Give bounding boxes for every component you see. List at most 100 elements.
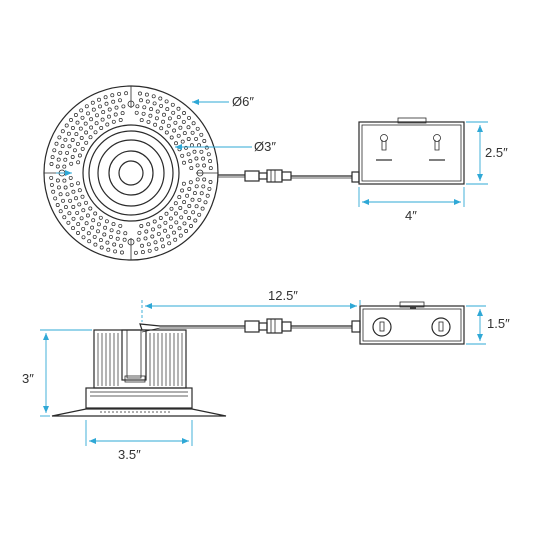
perforation-hole — [86, 111, 90, 116]
perforation-hole — [89, 125, 94, 130]
perforation-hole — [60, 129, 65, 134]
perforation-hole — [195, 177, 200, 182]
junction-box-top — [358, 117, 465, 185]
perforation-hole — [77, 153, 82, 158]
perforation-hole — [154, 246, 159, 251]
perforation-hole — [69, 161, 74, 166]
perforation-hole — [205, 193, 210, 198]
perforation-hole — [208, 166, 213, 171]
perforation-hole — [202, 139, 207, 143]
perforation-hole — [151, 94, 156, 99]
perforation-hole — [107, 107, 112, 112]
perforation-hole — [187, 115, 191, 120]
perforation-hole — [185, 193, 190, 198]
cable-length-label: 12.5″ — [268, 288, 298, 303]
perforation-hole — [70, 138, 75, 142]
perforation-hole — [49, 182, 54, 187]
perforation-hole — [118, 223, 123, 228]
trim-diameter-label: Ø6″ — [232, 94, 254, 109]
perforation-hole — [115, 236, 120, 241]
perforation-hole — [105, 122, 110, 127]
perforation-hole — [67, 211, 72, 216]
perforation-hole — [202, 163, 207, 168]
perforation-hole — [180, 139, 185, 144]
perforation-hole — [118, 98, 122, 103]
perforation-hole — [75, 141, 80, 146]
perforation-hole — [176, 115, 181, 120]
perforation-hole — [84, 130, 89, 135]
perforation-hole — [148, 113, 153, 118]
perforation-hole — [189, 143, 194, 148]
perforation-hole — [177, 147, 182, 152]
perforation-hole — [171, 110, 176, 115]
perforation-hole — [173, 211, 178, 216]
perforation-hole — [98, 104, 102, 109]
perforation-hole — [192, 149, 197, 154]
perforation-hole — [199, 149, 204, 154]
perforation-hole — [63, 185, 68, 190]
perforation-hole — [170, 102, 175, 107]
perforation-hole — [72, 148, 77, 153]
perforation-hole — [103, 95, 108, 100]
perforation-hole — [172, 230, 176, 235]
perforation-hole — [81, 226, 86, 231]
perforation-hole — [55, 178, 60, 183]
perforation-hole — [121, 104, 126, 109]
perforation-hole — [62, 215, 67, 220]
knockout-right — [431, 317, 451, 337]
perforation-hole — [177, 195, 182, 200]
top-view: Ø6″ Ø3″ — [43, 85, 508, 261]
perforation-hole — [186, 125, 191, 130]
perforation-hole — [119, 243, 123, 248]
perforation-hole — [159, 126, 164, 131]
fixture-height-label: 3″ — [22, 371, 34, 386]
perforation-hole — [111, 99, 116, 104]
perforation-hole — [140, 243, 144, 248]
perforation-hole — [137, 230, 142, 235]
perforation-hole — [188, 159, 193, 164]
perforation-hole — [84, 221, 89, 226]
perforation-hole — [206, 152, 211, 157]
perforation-hole — [201, 156, 206, 161]
perforation-hole — [84, 200, 88, 205]
perforation-hole — [90, 100, 95, 105]
perforation-hole — [164, 211, 169, 216]
perforation-hole — [98, 215, 103, 220]
perforation-hole — [55, 203, 60, 207]
perforation-hole — [64, 123, 69, 128]
lens-center — [118, 160, 144, 186]
perforation-hole — [78, 126, 83, 131]
perforation-hole — [56, 185, 61, 190]
perforation-hole — [73, 113, 78, 117]
perforation-hole — [176, 106, 181, 111]
perforation-hole — [84, 104, 89, 109]
perforation-hole — [68, 175, 73, 180]
perforation-hole — [65, 150, 70, 155]
perforation-hole — [134, 110, 139, 115]
perforation-hole — [109, 228, 114, 233]
perforation-hole — [86, 231, 91, 236]
perforation-hole — [165, 107, 170, 112]
perforation-hole — [120, 111, 125, 116]
perforation-hole — [67, 144, 72, 149]
perforation-hole — [139, 118, 144, 123]
junction-box-side — [359, 301, 465, 345]
perforation-hole — [168, 224, 173, 229]
perforation-hole — [189, 224, 193, 228]
trim-collar — [85, 387, 193, 409]
perforation-hole — [65, 192, 70, 197]
perforation-hole — [71, 205, 76, 209]
perforation-hole — [133, 250, 138, 255]
perforation-hole — [70, 155, 75, 159]
perforation-hole — [208, 180, 213, 184]
box-height-label: 2.5″ — [485, 145, 508, 160]
perforation-hole — [152, 101, 157, 106]
perforation-hole — [169, 206, 174, 211]
trim-inner-ring — [82, 124, 180, 222]
perforation-hole — [195, 126, 200, 131]
perforation-hole — [161, 119, 166, 124]
perforation-hole — [158, 96, 163, 101]
perforation-hole — [176, 133, 181, 138]
perforation-hole — [110, 93, 115, 98]
